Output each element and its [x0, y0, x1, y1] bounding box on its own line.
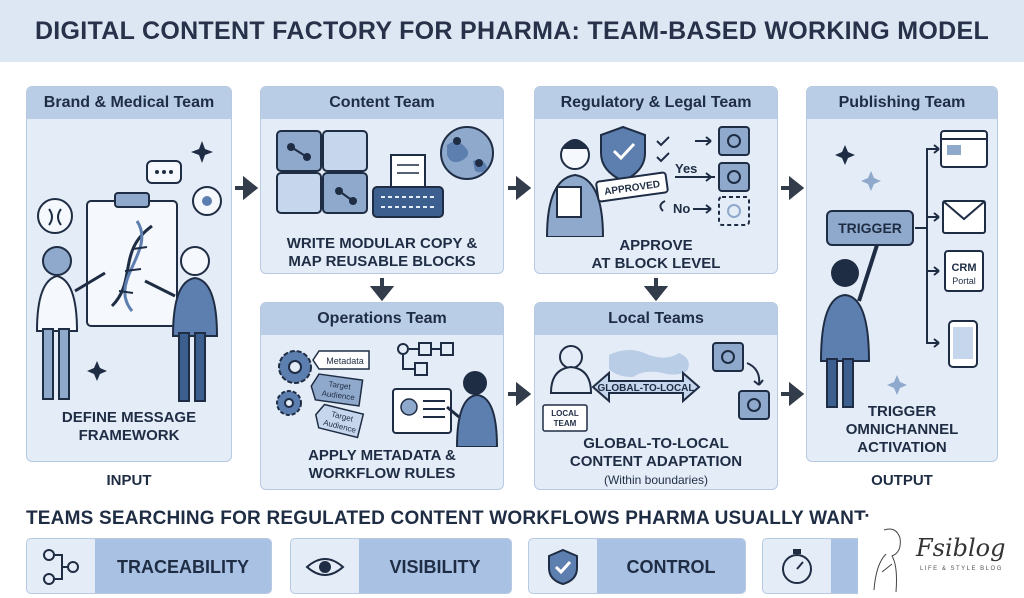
panel-heading: Publishing Team — [807, 87, 997, 119]
content-illustration — [276, 126, 494, 218]
input-label: INPUT — [106, 472, 152, 489]
pill-label: TRACEABILITY — [95, 539, 271, 593]
panel-caption-line: TRIGGER — [867, 403, 937, 420]
panel-content-team: Content Team WRITE MODULAR COPY & MAP RE… — [260, 86, 504, 274]
local-illustration: LOCAL TEAM GLOBAL-TO-LOCAL — [542, 342, 770, 432]
pill-label: CONTROL — [597, 539, 745, 593]
arrow-down-icon — [370, 278, 394, 301]
arrow-right-icon — [235, 176, 259, 200]
panel-operations: Operations Team Metadata Target Audience… — [260, 302, 504, 490]
watermark-tagline: LIFE & STYLE BLOG — [920, 566, 1003, 572]
panel-caption-line: AT BLOCK LEVEL — [591, 255, 721, 272]
global-to-local-banner: GLOBAL-TO-LOCAL — [597, 383, 694, 394]
arrow-right-icon — [781, 176, 805, 200]
arrow-right-icon — [781, 382, 805, 406]
panel-caption-line: WORKFLOW RULES — [308, 465, 456, 482]
yes-label: Yes — [675, 161, 697, 176]
portal-label: Portal — [952, 276, 976, 286]
panel-caption-line: WRITE MODULAR COPY & — [286, 235, 478, 252]
panel-caption-line: GLOBAL-TO-LOCAL — [583, 435, 729, 452]
panel-caption-line: MAP REUSABLE BLOCKS — [288, 253, 476, 270]
panel-caption-line: DEFINE MESSAGE — [61, 409, 197, 426]
page-title: DIGITAL CONTENT FACTORY FOR PHARMA: TEAM… — [0, 0, 1024, 62]
no-label: No — [673, 201, 690, 216]
pill-traceability: TRACEABILITY — [26, 538, 272, 594]
watermark-figure-icon — [873, 528, 901, 593]
operations-illustration: Metadata Target Audience Target Audience — [276, 342, 499, 447]
panel-brand-medical: Brand & Medical Team DEFINE MESSAGE FRAM — [26, 86, 232, 462]
local-team-badge: LOCAL — [551, 409, 579, 418]
watermark-name: Fsiblog — [916, 534, 1006, 562]
arrow-right-icon — [508, 176, 532, 200]
bottom-heading: TEAMS SEARCHING FOR REGULATED CONTENT WO… — [26, 508, 871, 529]
pill-visibility: VISIBILITY — [290, 538, 512, 594]
panel-caption-line: ACTIVATION — [857, 439, 947, 456]
brand-illustration — [35, 141, 222, 402]
panel-publishing: Publishing Team TRIGGER CRM Portal TRIGG… — [806, 86, 998, 462]
pill-control: CONTROL — [528, 538, 746, 594]
crm-label: CRM — [951, 262, 976, 274]
panel-local-teams: Local Teams LOCAL TEAM GLOBAL-TO-LOCAL G… — [534, 302, 778, 490]
output-label: OUTPUT — [871, 472, 933, 489]
panel-heading: Operations Team — [261, 303, 503, 335]
target-audience-tag: Target — [328, 380, 352, 392]
arrow-down-icon — [644, 278, 668, 301]
panel-caption-line: APPLY METADATA & — [308, 447, 456, 464]
traceability-icon — [27, 539, 95, 593]
panel-heading: Regulatory & Legal Team — [535, 87, 777, 119]
panel-heading: Content Team — [261, 87, 503, 119]
panel-heading: Local Teams — [535, 303, 777, 335]
publishing-illustration: TRIGGER CRM Portal — [819, 130, 988, 408]
metadata-tag: Metadata — [326, 356, 364, 366]
panel-regulatory-legal: Regulatory & Legal Team APPROVED Yes No … — [534, 86, 778, 274]
panel-heading: Brand & Medical Team — [27, 87, 231, 119]
arrow-right-icon — [508, 382, 532, 406]
panel-caption-line: FRAMEWORK — [78, 427, 180, 444]
panel-caption-line: CONTENT ADAPTATION — [569, 453, 743, 470]
panel-subcaption: (Within boundaries) — [603, 473, 709, 487]
local-team-badge: TEAM — [554, 419, 577, 428]
panel-caption-line: APPROVE — [619, 237, 693, 254]
watermark-logo: Fsiblog LIFE & STYLE BLOG — [858, 520, 1024, 598]
stopwatch-icon — [763, 539, 831, 593]
shield-check-icon — [529, 539, 597, 593]
panel-caption-line: OMNICHANNEL — [845, 421, 959, 438]
regulatory-illustration: APPROVED Yes No — [545, 125, 750, 237]
pill-label: VISIBILITY — [359, 539, 511, 593]
trigger-button: TRIGGER — [838, 220, 902, 236]
eye-icon — [291, 539, 359, 593]
